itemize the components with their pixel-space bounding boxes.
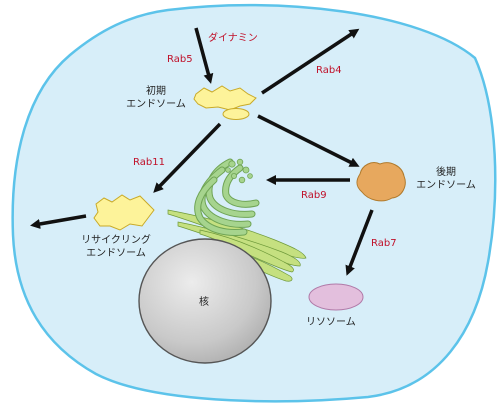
label-rab11: Rab11 [133,157,165,168]
label-recycling-line1: リサイクリング [81,235,151,246]
arrow-late-to-lysosome [345,209,374,276]
label-nucleus: 核 [199,297,209,308]
arrow-early-to-membrane [261,28,360,95]
recycling-endosome [93,194,155,231]
pathway-arrows [30,27,374,276]
label-late-endosome: 後期 エンドソーム [408,166,484,192]
label-rab7: Rab7 [371,238,397,249]
label-late-endosome-line1: 後期 [436,167,456,178]
arrow-recycling-to-membrane [30,214,87,229]
golgi-vesicles [225,158,253,184]
label-late-endosome-line2: エンドソーム [416,180,476,191]
lysosome [308,283,364,311]
label-lysosome: リソソーム [306,317,356,328]
label-early-endosome: 初期 エンドソーム [118,85,194,111]
arrow-early-to-late [257,114,360,167]
arrow-early-to-recycling [153,122,222,193]
label-dynamin: ダイナミン [208,33,258,44]
label-rab9: Rab9 [301,190,327,201]
arrow-dynamin-to-early [194,27,214,84]
label-early-endosome-line2: エンドソーム [126,99,186,110]
label-rab5: Rab5 [167,54,193,65]
early-endosome [193,85,257,120]
label-early-endosome-line1: 初期 [146,86,166,97]
label-rab4: Rab4 [316,65,342,76]
label-recycling-endosome: リサイクリング エンドソーム [68,234,164,260]
nucleus [138,238,272,364]
golgi-apparatus [194,158,260,236]
late-endosome [356,162,406,202]
label-recycling-line2: エンドソーム [86,248,146,259]
